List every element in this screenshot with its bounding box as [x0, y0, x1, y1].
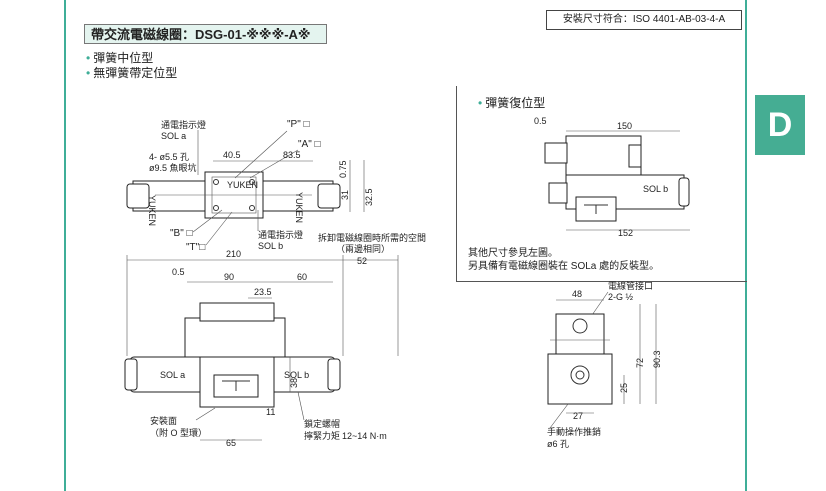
torque-value: 12~14 N·m [342, 431, 387, 441]
type-item: •無彈簧帶定位型 [86, 66, 178, 80]
spotface-label: ø9.5 魚眼坑 [149, 162, 197, 173]
dim-23-5: 23.5 [254, 287, 272, 297]
conduit-label: 電線管接口 [608, 280, 653, 291]
brand-mark-a: YUKEN [147, 195, 157, 226]
dim-27: 27 [573, 411, 583, 421]
dim-48: 48 [572, 289, 582, 299]
sol-a-label: SOL a [160, 370, 185, 380]
dim-38: 38 [289, 378, 299, 388]
dim-32-5: 32.5 [364, 188, 374, 206]
dim-83-5: 83.5 [283, 150, 301, 160]
sr-dim-150: 150 [617, 121, 632, 131]
page-frame [64, 0, 747, 491]
spring-return-note: 其他尺寸參見左圖。 另具備有電磁線圈裝在 SOLa 處的反裝型。 [468, 248, 660, 272]
dim-0-75: 0.75 [338, 160, 348, 178]
conduit-thread: 2-G ½ [608, 292, 634, 302]
torque-label: 擰緊力矩 [304, 430, 340, 441]
dim-40-5: 40.5 [223, 150, 241, 160]
indicator-b-sol: SOL b [258, 241, 283, 251]
indicator-a-sol: SOL a [161, 131, 186, 141]
dim-90: 90 [224, 272, 234, 282]
coil-b-top [317, 183, 341, 209]
dim-60: 60 [297, 272, 307, 282]
dim-11: 11 [266, 407, 275, 417]
dim-0-5: 0.5 [172, 267, 185, 277]
dim-65: 65 [226, 438, 236, 448]
mount-face-note: （附 O 型環） [150, 427, 207, 438]
removal-space-label: 拆卸電磁線圈時所需的空間 [318, 232, 426, 243]
side-coil [555, 313, 605, 355]
valve-body-upper [184, 317, 286, 359]
spring-return-view: 0.5 150 SOL b 152 [534, 116, 690, 238]
removal-space-note: （兩邊相同） [336, 243, 390, 254]
panel-divider [456, 86, 457, 282]
port-b-label: "B" □ [170, 228, 193, 239]
sr-sol-label: SOL b [643, 184, 668, 194]
page-title: 帶交流電磁線圈：DSG-01-※※※-A※ [84, 24, 327, 44]
type-item: •彈簧中位型 [86, 51, 154, 65]
dim-210: 210 [226, 249, 241, 259]
sr-dim-0-5: 0.5 [534, 116, 547, 126]
port-a-label: "A" □ [298, 139, 321, 150]
dim-90-3: 90.3 [652, 350, 662, 368]
brand-mark-b: YUKEN [294, 192, 304, 223]
indicator-a-label: 通電指示燈 [161, 119, 206, 130]
panel-divider [456, 281, 747, 282]
top-view: YUKEN YUKEN YUKEN 通電指示燈 SOL a 4- ø5.5 孔 … [126, 119, 426, 254]
dim-31: 31 [340, 190, 350, 200]
front-view: 210 52 0.5 90 60 23.5 SOL a SOL b 38 11 … [124, 249, 399, 448]
port-t-label: "T"□ [186, 242, 205, 253]
side-view: 電線管接口 2-G ½ 48 72 90.3 25 27 手動操作推銷 ø6 孔 [547, 280, 662, 449]
type-list: •彈簧中位型 •無彈簧帶定位型 [86, 51, 177, 81]
mount-face-label: 安裝面 [150, 415, 177, 426]
sr-dim-152: 152 [618, 228, 633, 238]
dim-72: 72 [635, 358, 645, 368]
standard-label: 安裝尺寸符合：ISO 4401-AB-03-4-A [546, 10, 742, 30]
indicator-b-label: 通電指示燈 [258, 229, 303, 240]
hole-label: 4- ø5.5 孔 [149, 152, 189, 162]
manual-pin-hole: ø6 孔 [547, 439, 569, 449]
dim-25: 25 [619, 383, 629, 393]
brand-mark-center: YUKEN [227, 180, 258, 190]
section-tab[interactable]: D [755, 95, 805, 155]
lock-nut-label: 鎖定螺帽 [304, 418, 340, 429]
port-p-label: "P" □ [287, 119, 310, 130]
spring-return-title: •彈簧復位型 [478, 96, 546, 110]
sol-b-label: SOL b [284, 370, 309, 380]
manual-pin-label: 手動操作推銷 [547, 426, 601, 437]
dim-52: 52 [357, 256, 367, 266]
coil-a-top [126, 183, 150, 209]
